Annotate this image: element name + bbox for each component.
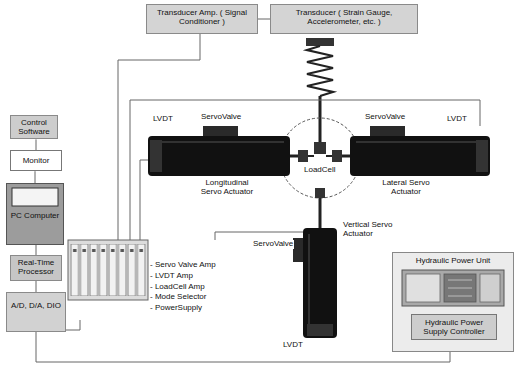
signal-wire [130,100,480,240]
component-box: Monitor [10,150,62,171]
component-box: Lateral Servo Actuator [350,126,490,196]
box-label: - Servo Valve Amp [150,260,228,271]
spring-specimen [306,38,334,154]
hydraulic-unit-graphic [392,252,514,352]
signal-wire [35,171,36,183]
signal-wire [36,332,450,362]
signal-wire [215,232,303,240]
box-label: - LVDT Amp [150,271,228,282]
box-label: - PowerSupply [150,303,228,314]
box-label: Transducer ( Strain Gauge, Accelerometer… [275,8,413,26]
box-label: Transducer Amp. ( Signal Conditioner ) [151,8,253,26]
signal-wire [36,139,37,150]
component-box: Transducer ( Strain Gauge, Accelerometer… [270,4,418,34]
component-box: Transducer Amp. ( Signal Conditioner ) [146,4,258,34]
part-label: LoadCell [303,166,337,175]
longitudinal-actuator-body [148,126,290,176]
part-label: ServoValve [200,113,242,122]
box-label: - Mode Selector [150,292,228,303]
box-label: Real-Time Processor [13,258,59,276]
lateral-actuator-body [350,126,490,176]
part-label: ServoValve [364,113,406,122]
vertical-actuator-body [293,228,337,338]
signal-wire [36,245,37,255]
component-box: A/D, D/A, DIO [6,292,66,332]
component-box: Hydraulic Power UnitHydraulic Power Supp… [392,252,514,352]
component-box: Longitudinal Servo Actuator [148,126,290,196]
signal-wire [140,160,148,240]
box-label: - LoadCell Amp [150,282,228,293]
box-label: A/D, D/A, DIO [9,301,63,310]
box-label: PC Computer [9,211,61,220]
box-label: Monitor [13,156,59,165]
component-box: - Servo Valve Amp- LVDT Amp- LoadCell Am… [68,240,228,320]
box-label: Hydraulic Power Unit [397,256,509,265]
box-label: Control Software [13,118,55,136]
loadcell-region [280,118,360,198]
box-label: Longitudinal Servo Actuator [196,178,258,196]
box-label: Vertical Servo Actuator [343,220,405,238]
signal-wire [66,320,80,330]
component-box: Vertical Servo Actuator [303,228,337,338]
box-label: Lateral Servo Actuator [376,178,436,196]
component-box: Hydraulic Power Supply Controller [411,314,497,340]
signal-wire [36,281,37,292]
pc-graphic [6,183,64,245]
component-box: PC Computer [6,183,64,245]
loadcell-blocks [290,150,350,228]
amplifier-rack [68,240,148,300]
part-label: LVDT [446,115,468,124]
signal-wire [258,19,270,20]
component-box: Control Software [10,115,58,139]
box-label: Hydraulic Power Supply Controller [415,318,493,336]
part-label: LVDT [282,341,304,350]
part-label: ServoValve [252,240,294,249]
part-label: LVDT [152,115,174,124]
component-box: Real-Time Processor [10,255,62,281]
